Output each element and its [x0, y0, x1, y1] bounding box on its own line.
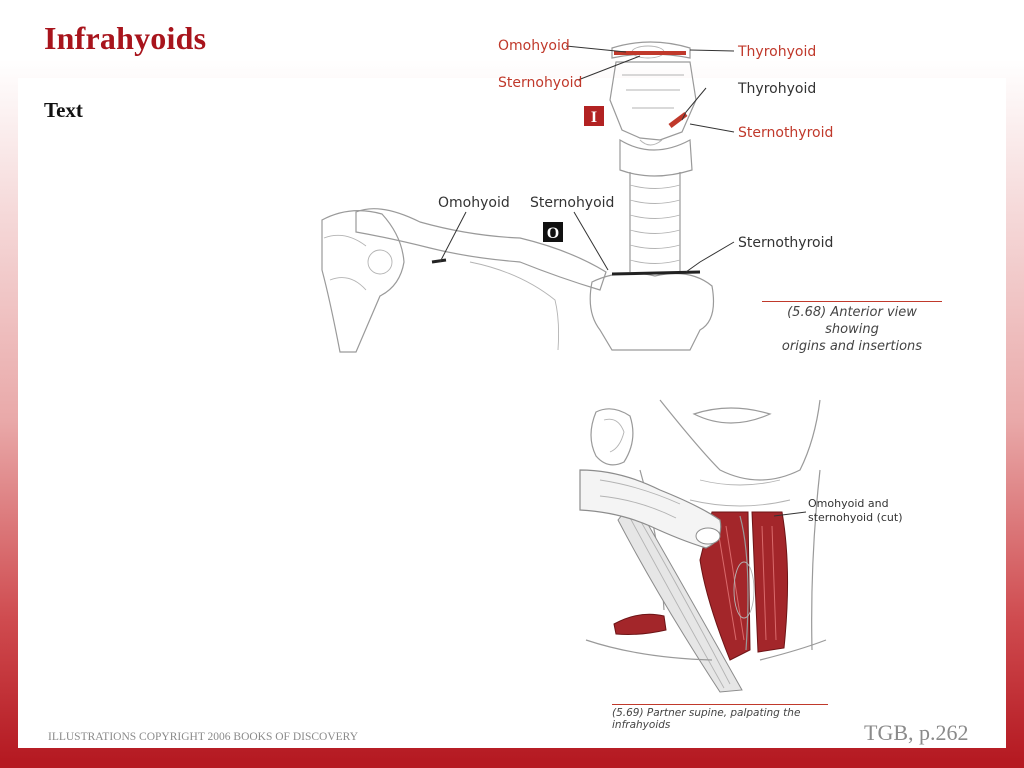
- first-rib: [469, 261, 560, 351]
- manubrium: [589, 272, 715, 351]
- trachea: [629, 172, 681, 272]
- lips: [692, 407, 772, 424]
- content-panel: [18, 78, 1006, 748]
- svg-text:I: I: [591, 109, 597, 126]
- label-sternothyroid-origin: Sternothyroid: [738, 235, 833, 251]
- thumb-tip: [695, 527, 721, 545]
- jaw-outline: [659, 399, 821, 481]
- caption-line-1: (5.68) Anterior view showing: [787, 305, 917, 337]
- sternocleidomastoid: [617, 499, 743, 693]
- insertion-marker-badge: I: [584, 106, 604, 126]
- label-omohyoid-sternohyoid-line1: Omohyoid and: [808, 497, 889, 510]
- figure-568-caption: (5.68) Anterior view showing origins and…: [762, 301, 942, 355]
- hyoid-bone: [611, 41, 691, 59]
- omohyoid-origin-mark: [431, 258, 447, 264]
- palpation-illustration: Omohyoid and sternohyoid (cut): [579, 399, 903, 693]
- copyright-notice: ILLUSTRATIONS COPYRIGHT 2006 BOOKS OF DI…: [48, 731, 359, 743]
- slide-subheading: Text: [44, 98, 83, 122]
- label-sternohyoid-insertion: Sternohyoid: [498, 75, 582, 91]
- label-sternohyoid-origin: Sternohyoid: [530, 195, 614, 211]
- slide-title: Infrahyoids: [44, 20, 207, 56]
- infrahyoid-muscles: [613, 511, 789, 661]
- label-omohyoid-origin: Omohyoid: [438, 195, 510, 211]
- figure-569-caption: (5.69) Partner supine, palpating the inf…: [612, 704, 828, 731]
- clavicle-lower: [585, 639, 827, 661]
- anterior-view-illustration: Omohyoid Sternohyoid Thyrohyoid Thyrohyo…: [321, 38, 833, 353]
- clavicle: [355, 208, 607, 291]
- ear: [590, 408, 634, 466]
- trachea-center: [739, 515, 749, 651]
- label-omohyoid-sternohyoid-line2: sternohyoid (cut): [808, 511, 903, 524]
- page-reference: TGB, p.262: [864, 720, 969, 745]
- svg-text:O: O: [547, 225, 559, 242]
- thyroid-cartilage: [609, 61, 697, 146]
- sternothyroid-insertion-mark: [668, 112, 688, 128]
- label-thyrohyoid-origin: Thyrohyoid: [737, 81, 816, 97]
- cricoid-cartilage: [619, 138, 693, 177]
- origin-marker-badge: O: [543, 222, 563, 242]
- caption-line-2: origins and insertions: [781, 339, 923, 354]
- scapula: [321, 210, 405, 353]
- label-sternothyroid-insertion: Sternothyroid: [738, 125, 833, 141]
- sternothyroid-origin-mark: [611, 270, 701, 276]
- label-thyrohyoid-insertion: Thyrohyoid: [737, 44, 816, 60]
- label-omohyoid-insertion: Omohyoid: [498, 38, 570, 54]
